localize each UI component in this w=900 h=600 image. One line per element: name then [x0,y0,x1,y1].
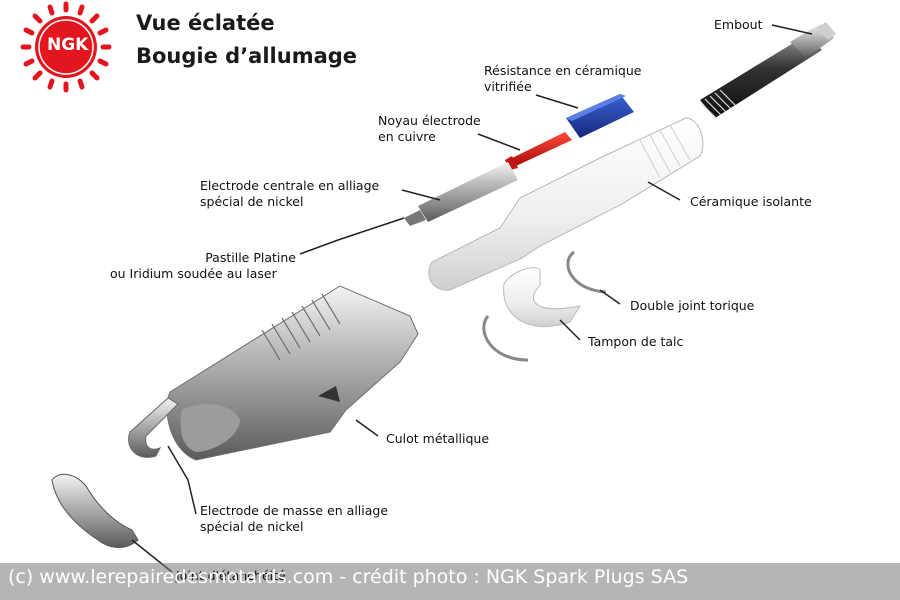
title-line-1: Vue éclatée [136,11,275,35]
label-culot: Culot métallique [386,431,490,446]
label-noyau-line1: Noyau électrode [378,113,481,128]
terminal-part [699,22,836,119]
o-ring-bottom [482,315,529,362]
label-pastille-line1: Pastille Platine [205,250,296,265]
metal-shell-part [166,285,419,461]
leader-lines [131,24,813,573]
title-line-2: Bougie d’allumage [136,44,358,68]
resistance-part [566,94,634,138]
center-electrode-part [404,162,518,226]
credit-text: (c) www.lerepairedesmotards.com - crédit… [8,566,689,588]
label-masse-line2: spécial de nickel [200,519,304,534]
label-noyau-line2: en cuivre [378,129,436,144]
copper-core-part [505,132,572,170]
label-joint-torique: Double joint torique [630,298,755,313]
label-masse-line1: Electrode de masse en alliage [200,503,389,518]
ground-electrode-part [128,397,179,458]
gasket-part [51,473,139,548]
label-embout: Embout [714,17,763,32]
label-ceramique: Céramique isolante [690,194,812,209]
o-ring-top [566,250,607,294]
label-resistance-line2: vitrifiée [484,79,532,94]
label-talc: Tampon de talc [588,334,684,349]
credit-bar [0,563,900,600]
label-pastille-line2: ou Iridium soudée au laser [110,266,277,281]
label-joint-etancheite: Joint d'étanchéité [176,568,286,583]
ngk-logo [20,1,112,93]
talc-pad-part [503,267,582,327]
label-centrale-line1: Electrode centrale en alliage [200,178,380,193]
label-resistance-line1: Résistance en céramique [484,63,642,78]
ceramic-insulator-part [428,117,704,291]
label-centrale-line2: spécial de nickel [200,194,304,209]
ngk-logo-text: NGK [47,35,89,55]
